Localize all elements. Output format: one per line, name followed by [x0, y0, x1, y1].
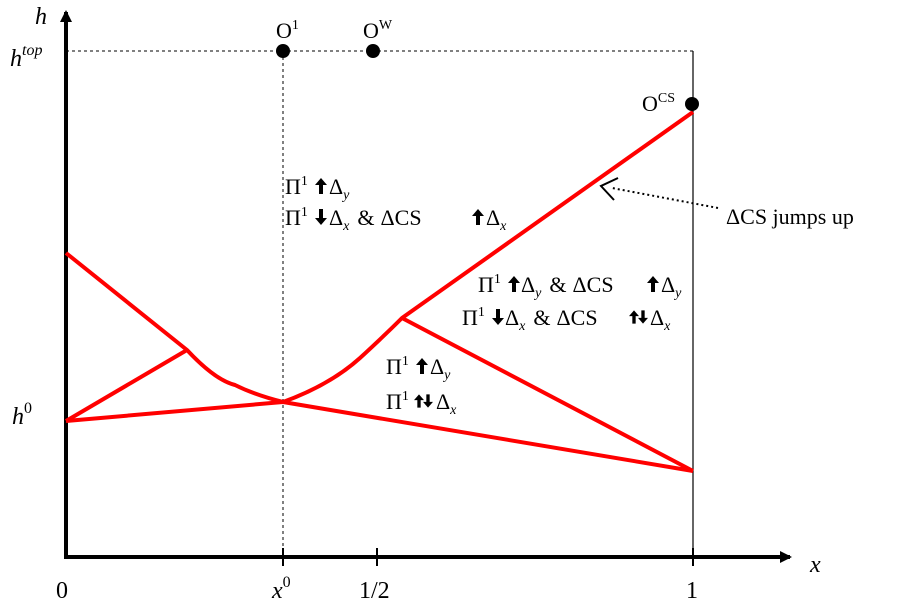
- x-axis-label: x: [809, 552, 821, 578]
- up-arrow-icon: [414, 394, 424, 408]
- right-falling-line: [401, 316, 694, 473]
- delta-cs-callout: ΔCS jumps up: [599, 177, 854, 229]
- svg-text:Π1: Π1: [478, 272, 501, 297]
- region-curves: [64, 110, 695, 473]
- x0-label: x0: [271, 574, 291, 604]
- svg-text:Π1: Π1: [386, 354, 409, 379]
- svg-text:Π1: Π1: [462, 305, 485, 330]
- svg-text:Δx&ΔCS: Δx&ΔCS: [329, 205, 422, 234]
- down-arrow-icon: [423, 394, 433, 408]
- x-half-label: 1/2: [359, 578, 390, 604]
- h0-label: h0: [12, 400, 32, 430]
- svg-text:Δx: Δx: [650, 305, 671, 334]
- up-arrow-icon: [472, 209, 484, 225]
- svg-text:Δy: Δy: [329, 174, 350, 203]
- down-arrow-icon: [638, 310, 648, 324]
- y-axis-label: h: [35, 4, 47, 30]
- callout-dotted-arrow: [611, 187, 719, 209]
- svg-text:Δy: Δy: [430, 354, 451, 383]
- x-zero-label: 0: [56, 578, 68, 604]
- middle-annotation: Π1 Δy Π1 Δx: [386, 354, 457, 418]
- svg-text:Δy: Δy: [661, 272, 682, 301]
- h-top-label: htop: [10, 42, 42, 72]
- up-arrow-icon: [508, 276, 520, 292]
- svg-text:Δx: Δx: [486, 205, 507, 234]
- base-line: [65, 400, 694, 473]
- lower-left-rising: [64, 348, 189, 423]
- o1-point: [276, 44, 290, 58]
- svg-text:Δy&ΔCS: Δy&ΔCS: [521, 272, 614, 301]
- ocs-point: [685, 97, 699, 111]
- up-arrow-icon: [629, 310, 639, 324]
- right-annotation: Π1 Δy&ΔCS Δy Π1 Δx&ΔCS Δx: [462, 272, 682, 334]
- main-rising-curve: [282, 110, 695, 404]
- down-arrow-icon: [492, 309, 504, 325]
- callout-text: ΔCS jumps up: [726, 204, 854, 229]
- svg-text:Δx: Δx: [436, 389, 457, 418]
- ow-point: [366, 44, 380, 58]
- down-arrow-icon: [315, 209, 327, 225]
- callout-arrowhead-icon: [599, 177, 619, 201]
- up-arrow-icon: [647, 276, 659, 292]
- up-arrow-icon: [416, 358, 428, 374]
- svg-text:Δx&ΔCS: Δx&ΔCS: [505, 305, 598, 334]
- upper-left-boundary: [64, 251, 284, 404]
- o1-label: O1: [276, 18, 299, 43]
- ocs-label: OCS: [642, 91, 675, 116]
- upper-annotation: Π1 Δy Π1 Δx&ΔCS Δx: [285, 174, 507, 234]
- x-one-label: 1: [686, 578, 698, 604]
- svg-text:Π1: Π1: [285, 205, 308, 230]
- svg-text:Π1: Π1: [386, 389, 409, 414]
- up-arrow-icon: [315, 178, 327, 194]
- ow-label: OW: [363, 18, 393, 43]
- svg-text:Π1: Π1: [285, 174, 308, 199]
